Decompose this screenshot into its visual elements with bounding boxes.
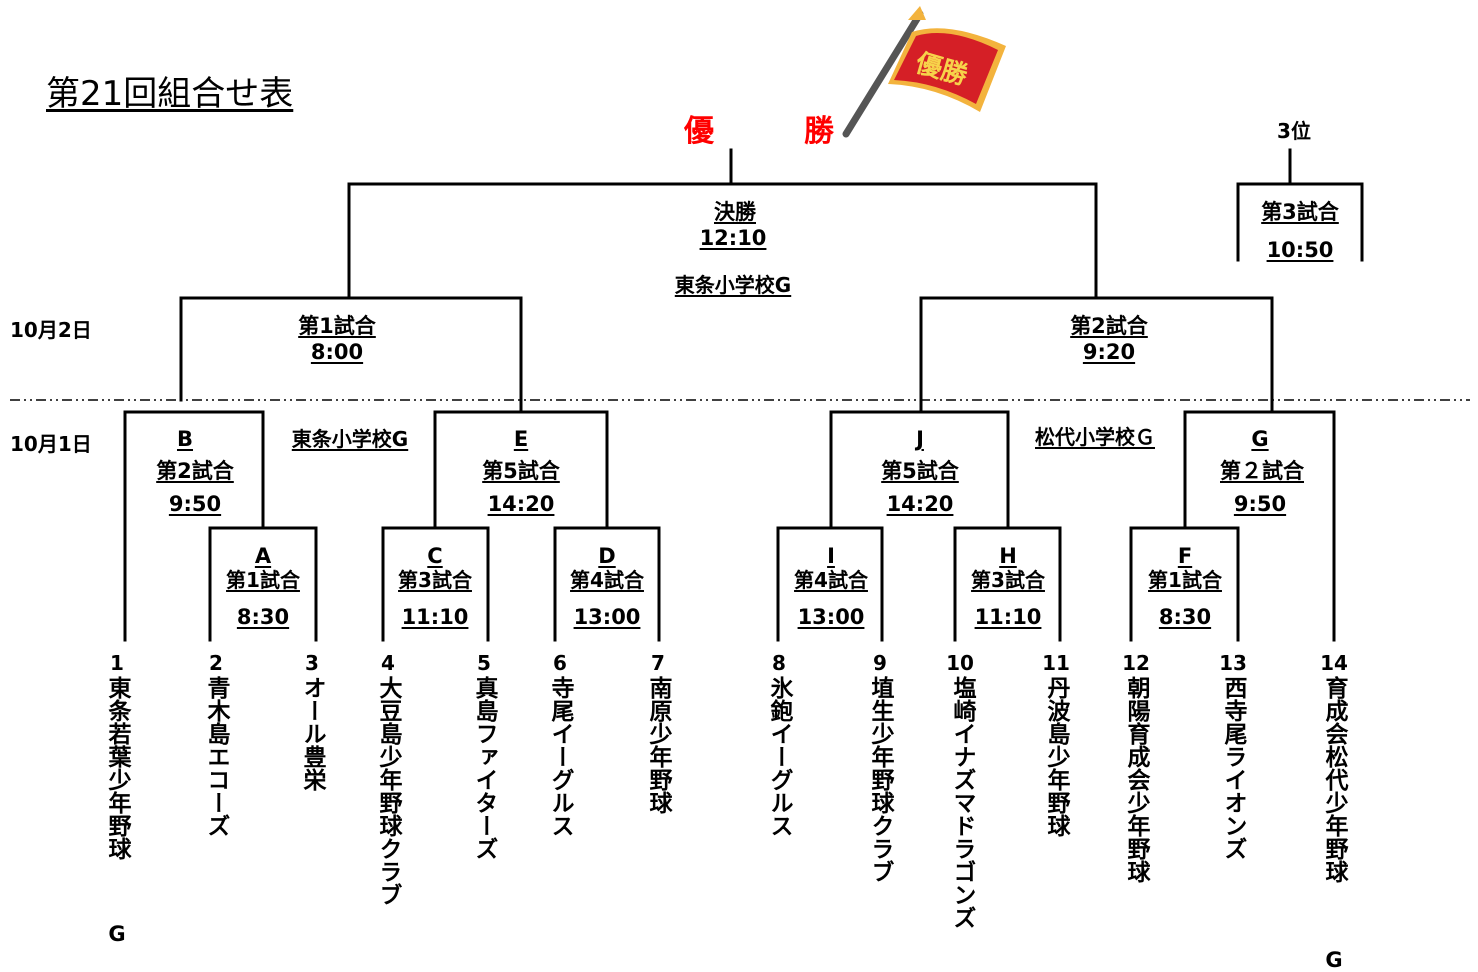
page-title: 第21回組合せ表 [46, 74, 294, 114]
final-time: 12:10 [699, 226, 767, 250]
match-d-id: D [598, 544, 616, 568]
team-6-name: 寺尾イーグルス [547, 676, 573, 837]
team-4-number: 4 [381, 651, 395, 675]
match-i-bracket-line [776, 526, 884, 642]
team-7-name: 南原少年野球 [645, 676, 671, 814]
match-d-time: 13:00 [573, 605, 641, 629]
match-a-time: 8:30 [236, 605, 290, 629]
team-3-name: オール豊栄 [299, 676, 325, 791]
match-e-time: 14:20 [487, 492, 555, 516]
final-venue: 東条小学校G [674, 273, 792, 297]
team-10-name: 塩崎イナズマドラゴンズ [949, 676, 975, 929]
team-14-suffix: G [1325, 948, 1343, 972]
venue-left: 東条小学校G [291, 427, 409, 451]
team-9-number: 9 [873, 651, 887, 675]
match-c-bracket-line [381, 526, 490, 642]
team-11-number: 11 [1042, 651, 1070, 675]
match-b-time: 9:50 [168, 492, 222, 516]
third-match-time: 10:50 [1266, 238, 1334, 262]
date-day2: 10月2日 [10, 318, 92, 342]
team-5-number: 5 [477, 651, 491, 675]
match-a-bracket-line [208, 526, 318, 642]
semi-right-name: 第2試合 [1070, 314, 1148, 338]
semi-right-time: 9:20 [1082, 340, 1136, 364]
match-h-bracket-line [953, 526, 1062, 642]
team-3-number: 3 [305, 651, 319, 675]
match-f-bracket-line [1129, 526, 1240, 642]
match-h-id: H [999, 544, 1017, 568]
match-c-id: C [427, 544, 443, 568]
match-i-name: 第4試合 [794, 568, 868, 592]
semi-right-bracket-line [919, 296, 1274, 414]
team-2-number: 2 [209, 651, 223, 675]
match-d-name: 第4試合 [570, 568, 644, 592]
match-h-time: 11:10 [974, 605, 1042, 629]
match-i-time: 13:00 [797, 605, 865, 629]
match-e-bracket-line [433, 410, 609, 530]
semi-left-time: 8:00 [310, 340, 364, 364]
match-f-id: F [1177, 544, 1193, 568]
third-match-name: 第3試合 [1261, 200, 1339, 224]
match-d-bracket-line [553, 526, 661, 642]
match-g-id: G [1251, 427, 1269, 451]
team-8-number: 8 [772, 651, 786, 675]
team-13-name: 西寺尾ライオンズ [1220, 676, 1246, 860]
match-i-id: I [827, 544, 835, 568]
match-j-time: 14:20 [886, 492, 954, 516]
team-2-name: 青木島エコーズ [203, 676, 229, 837]
match-g-time: 9:50 [1233, 492, 1287, 516]
team-5-name: 真島ファイターズ [471, 676, 497, 860]
match-j-id: J [916, 427, 924, 451]
semi-left-bracket-line [179, 296, 523, 414]
team-4-name: 大豆島少年野球クラブ [375, 676, 401, 906]
team-13-number: 13 [1219, 651, 1247, 675]
team-11-name: 丹波島少年野球 [1043, 676, 1069, 837]
team-10-number: 10 [946, 651, 974, 675]
third-place-label: 3位 [1277, 119, 1311, 143]
team-8-name: 氷鉋イーグルス [766, 676, 792, 837]
match-j-name: 第5試合 [881, 459, 959, 483]
team-1-name: 東条若葉少年野球 [104, 676, 130, 860]
match-e-name: 第5試合 [482, 459, 560, 483]
match-h-name: 第3試合 [971, 568, 1045, 592]
match-g-bracket-line [1183, 410, 1336, 642]
match-c-name: 第3試合 [398, 568, 472, 592]
match-b-id: B [176, 427, 194, 451]
match-b-bracket-line [123, 410, 265, 642]
match-g-name: 第２試合 [1220, 459, 1304, 483]
team-14-name: 育成会松代少年野球 [1321, 676, 1347, 883]
match-b-name: 第2試合 [156, 459, 234, 483]
team-12-number: 12 [1122, 651, 1150, 675]
champion-label: 優 勝 [684, 114, 864, 149]
team-1-number: 1 [110, 651, 124, 675]
match-a-id: A [254, 544, 272, 568]
match-e-id: E [513, 427, 529, 451]
team-9-name: 埴生少年野球クラブ [867, 676, 893, 883]
match-f-name: 第1試合 [1148, 568, 1222, 592]
victory-flag-icon: 優勝 [842, 6, 1006, 138]
date-day1: 10月1日 [10, 432, 92, 456]
match-f-time: 8:30 [1158, 605, 1212, 629]
match-a-name: 第1試合 [226, 568, 300, 592]
third-place-bracket-line [1236, 182, 1364, 262]
team-12-name: 朝陽育成会少年野球 [1123, 676, 1149, 883]
venue-right: 松代小学校Ｇ [1035, 425, 1155, 449]
team-7-number: 7 [651, 651, 665, 675]
final-bracket-line [347, 182, 1098, 300]
team-1-suffix: G [108, 922, 126, 946]
team-6-number: 6 [553, 651, 567, 675]
match-j-bracket-line [829, 410, 1010, 530]
semi-left-name: 第1試合 [298, 314, 376, 338]
match-c-time: 11:10 [401, 605, 469, 629]
final-name: 決勝 [714, 200, 756, 224]
team-14-number: 14 [1320, 651, 1348, 675]
